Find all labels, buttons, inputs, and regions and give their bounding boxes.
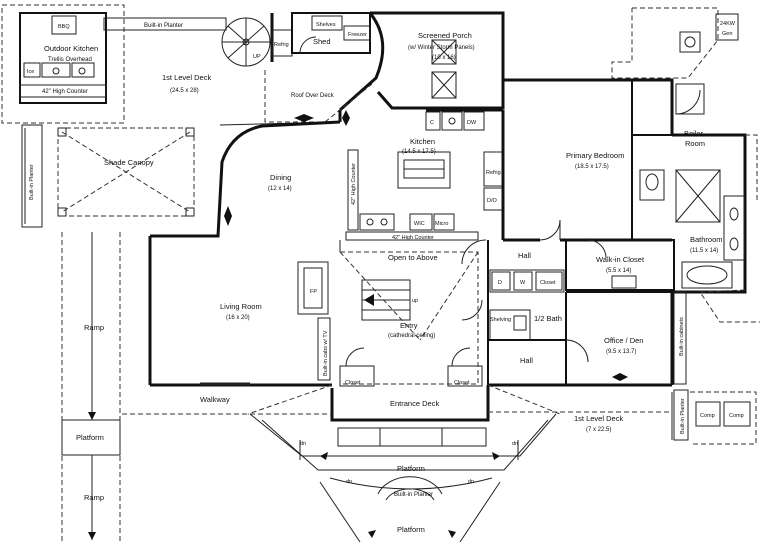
- living-room: [200, 261, 331, 386]
- screened-porch-walls: [339, 11, 505, 112]
- closet-right-label: Closet: [454, 380, 470, 386]
- screened-porch-dim: (10 x 16): [432, 55, 456, 61]
- outdoor-kitchen-area: [1, 4, 227, 124]
- open-to-above-label: Open to Above: [388, 253, 438, 262]
- freezer-label: Freezer: [348, 32, 367, 38]
- kitchen-label: Kitchen: [410, 137, 435, 146]
- screened-porch-note: (w/ Winter Storm Panels): [408, 45, 475, 51]
- entry-note: (cathedral ceiling): [388, 333, 435, 339]
- primary-bedroom-label: Primary Bedroom: [566, 151, 624, 160]
- office-label: Office / Den: [604, 336, 643, 345]
- built-in-cabs-tv-label: Built-in cabs w/ TV: [323, 330, 329, 376]
- planter-right-label: Built-in Planter: [680, 398, 686, 434]
- planter-center-label: Built-in Planter: [394, 492, 433, 498]
- entry: [339, 251, 483, 387]
- shed-label: Shed: [313, 37, 331, 46]
- upper-deck-label: 1st Level Deck: [162, 73, 211, 82]
- closet-left-label: Closet: [345, 380, 361, 386]
- labels: BBQ Outdoor Kitchen Trellis Overhead Ice…: [27, 21, 744, 534]
- shade-canopy-label: Shade Canopy: [104, 158, 154, 167]
- dining-label: Dining: [270, 173, 291, 182]
- comp-1-label: Comp: [700, 413, 715, 419]
- kitchen-dim: (14.5 x 17.5): [402, 149, 436, 155]
- dn-label-4: dn: [468, 479, 474, 485]
- walk-in-closet-dim: (5.5 x 14): [606, 268, 631, 274]
- walk-in-closet-label: Walk-in Closet: [596, 255, 645, 264]
- gen-label-1: 24KW: [720, 21, 736, 27]
- generator-area: [611, 7, 739, 79]
- high-counter-kitchen-label: 42" High Counter: [392, 235, 434, 241]
- ramp-lower-label: Ramp: [84, 493, 104, 502]
- office: [566, 291, 687, 385]
- door-markers: [224, 110, 350, 226]
- ice-label: Ice: [27, 69, 34, 75]
- shed: [270, 12, 371, 62]
- up-entry-label: up: [412, 298, 418, 304]
- fp-label: FP: [310, 289, 317, 295]
- dining-dim: (12 x 14): [268, 186, 292, 192]
- roof-over-deck-label: Roof Over Deck: [291, 93, 335, 99]
- planter-left-label: Built-in Planter: [29, 164, 35, 200]
- front-platforms: [249, 413, 557, 542]
- bathroom-fixtures: [639, 134, 760, 323]
- kitchen-c-label: C: [430, 120, 434, 126]
- micro-label: Micro: [435, 221, 448, 227]
- living-room-label: Living Room: [220, 302, 262, 311]
- up-stair-label: UP: [253, 54, 261, 60]
- hall-lower-label: Hall: [520, 356, 533, 365]
- kitchen-fixtures: [339, 111, 503, 252]
- washer-label: W: [520, 280, 526, 286]
- dn-label-2: dn: [512, 441, 518, 447]
- screened-porch-label: Screened Porch: [418, 31, 472, 40]
- platform-center-label: Platform: [397, 464, 425, 473]
- gen-label-2: Gen: [722, 31, 732, 37]
- wic-label: WIC: [414, 221, 425, 227]
- refrig-shed-label: Refrig: [274, 42, 289, 48]
- closet-laundry-label: Closet: [540, 280, 556, 286]
- platform-left-label: Platform: [76, 433, 104, 442]
- high-counter-vertical-label: 42" High Counter: [351, 163, 357, 205]
- outdoor-counter-label: 42" High Counter: [42, 89, 88, 95]
- decks: [119, 232, 757, 447]
- half-bath-label: 1/2 Bath: [534, 314, 562, 323]
- dryer-label: D: [498, 280, 502, 286]
- planter-top-label: Built-in Planter: [144, 23, 183, 29]
- bbq-label: BBQ: [58, 24, 70, 30]
- boiler-room-label-2: Room: [685, 139, 705, 148]
- dn-label-1: dn: [300, 441, 306, 447]
- lower-deck-dim: (7 x 22.5): [586, 427, 611, 433]
- built-in-cabinets-label: Built-in cabinets: [679, 317, 685, 356]
- walkway-label: Walkway: [200, 395, 230, 404]
- living-room-dim: (16 x 20): [226, 315, 250, 321]
- hall-laundry: [461, 239, 589, 385]
- upper-deck-dim: (24.5 x 28): [170, 88, 199, 94]
- shade-canopy: [57, 127, 195, 217]
- ramp-upper-label: Ramp: [84, 323, 104, 332]
- primary-bedroom-dim: (18.5 x 17.5): [575, 164, 609, 170]
- kitchen-dw-label: DW: [467, 120, 477, 126]
- boiler-room-label-1: Boiler: [684, 129, 704, 138]
- bathroom-dim: (11.5 x 14): [690, 248, 718, 254]
- spiral-stair: [221, 17, 271, 67]
- outdoor-kitchen-label: Outdoor Kitchen: [44, 44, 98, 53]
- shelving-label: Shelving: [490, 317, 511, 323]
- bathroom-label: Bathroom: [690, 235, 723, 244]
- dn-label-3: dn: [346, 479, 352, 485]
- comp-2-label: Comp: [729, 413, 744, 419]
- office-dim: (9.5 x 13.7): [606, 349, 636, 355]
- platform-bottom-label: Platform: [397, 525, 425, 534]
- refrig-kitchen-label: Refrig: [486, 170, 501, 176]
- do-label: D/O: [487, 198, 498, 204]
- walk-in-closet: [565, 239, 675, 291]
- entry-label: Entry: [400, 321, 418, 330]
- entrance-deck-label: Entrance Deck: [390, 399, 439, 408]
- ramp-area: [21, 124, 121, 542]
- shelves-label: Shelves: [316, 22, 336, 28]
- lower-deck-label: 1st Level Deck: [574, 414, 623, 423]
- hall-upper-label: Hall: [518, 251, 531, 260]
- outdoor-kitchen-note: Trellis Overhead: [48, 57, 92, 63]
- primary-bedroom-walls: [501, 80, 705, 242]
